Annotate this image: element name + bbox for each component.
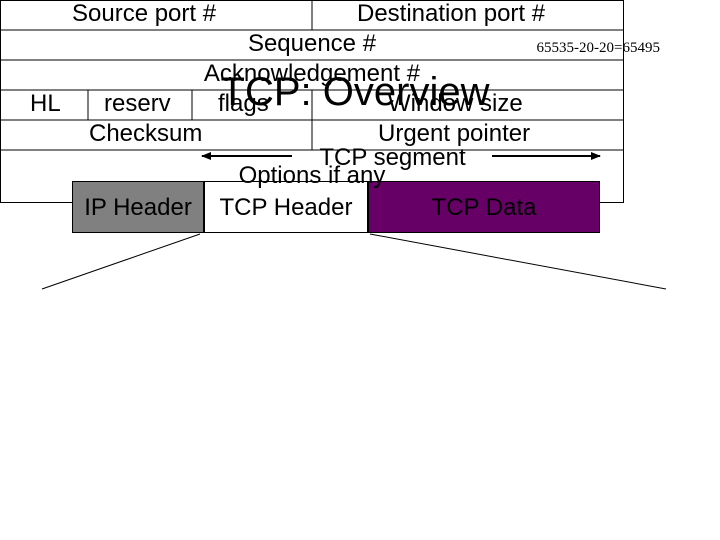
tcp-header-format: Source port # Destination port # Sequenc… <box>0 0 624 203</box>
field-urgent-pointer: Urgent pointer <box>378 120 531 147</box>
tcp-segment-label: TCP segment <box>319 144 466 171</box>
tcp-data-block: TCP Data <box>368 181 600 233</box>
field-checksum: Checksum <box>89 120 203 147</box>
field-destination-port: Destination port # <box>357 0 546 27</box>
field-options: Options if any <box>238 162 386 189</box>
page-title: TCP: Overview <box>220 70 490 114</box>
field-acknowledgement: Acknowledgement # <box>203 60 421 87</box>
header-grid-lines <box>0 0 624 151</box>
computation-note: 65535-20-20=65495 <box>536 40 660 56</box>
tcp-header-block: TCP Header <box>204 181 368 233</box>
field-reserved: reserv <box>104 90 171 117</box>
field-source-port: Source port # <box>72 0 217 27</box>
field-flags: flags <box>218 90 269 117</box>
expand-line-left <box>41 233 201 290</box>
expand-line-right <box>369 233 667 290</box>
field-sequence: Sequence # <box>247 30 377 57</box>
field-hl: HL <box>30 90 61 117</box>
ip-header-block: IP Header <box>72 181 204 233</box>
field-window-size: Window size <box>388 90 523 117</box>
